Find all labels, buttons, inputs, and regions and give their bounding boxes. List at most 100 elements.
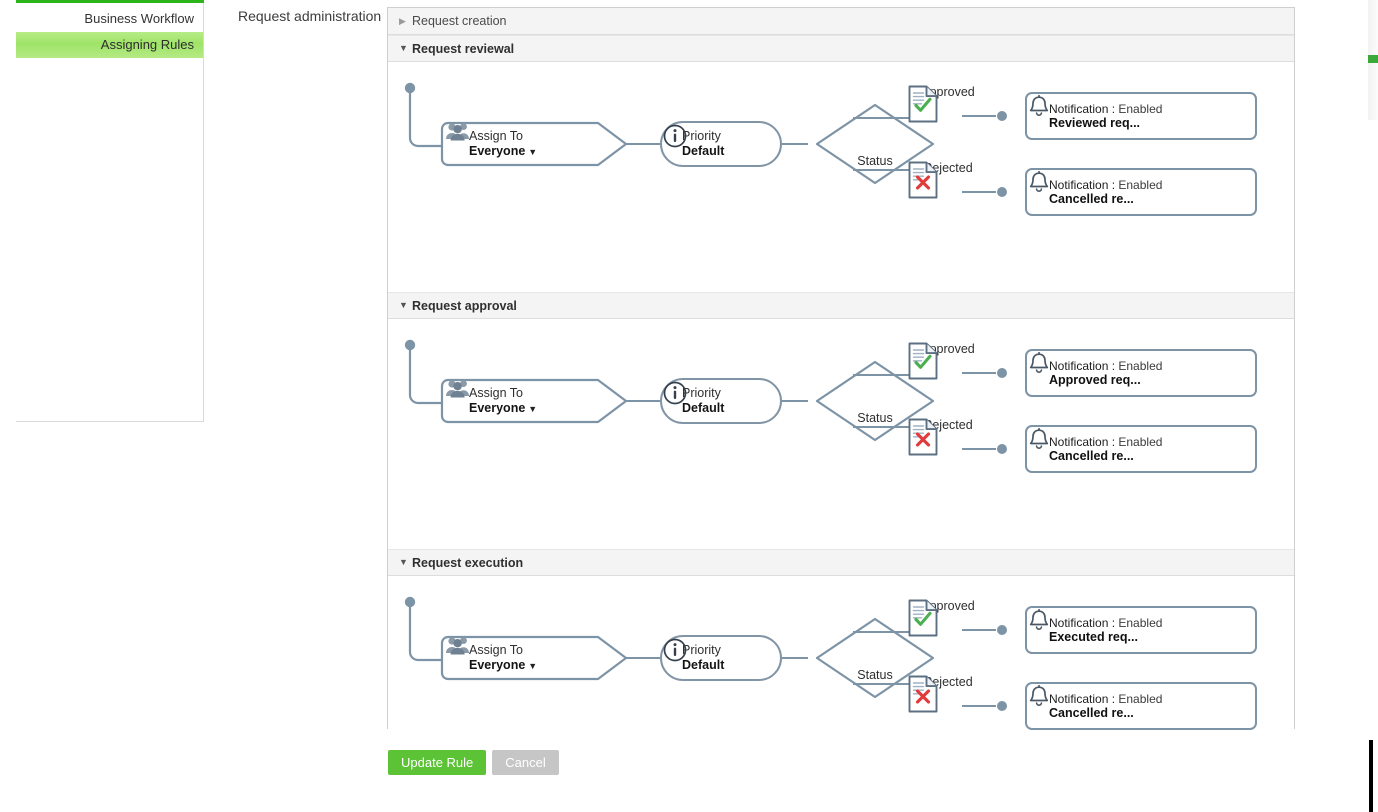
bell-icon <box>1029 351 1049 374</box>
section-header-request-creation[interactable]: ▶ Request creation <box>388 8 1294 35</box>
assign-to-label: Assign To <box>469 128 523 143</box>
scrollbar-position-marker <box>1368 55 1378 63</box>
priority-label: Priority <box>682 385 721 400</box>
notification-status: Notification : Enabled <box>1049 178 1163 192</box>
notification-name: Reviewed req... <box>1049 116 1141 130</box>
workflow-panel: ▶ Request creation ▼ Request reviewal As… <box>387 7 1295 806</box>
section-title: Request creation <box>412 14 507 28</box>
notification-name: Cancelled re... <box>1049 449 1134 463</box>
branch-result-approved: Approved <box>906 341 990 380</box>
document-approved-icon <box>908 599 938 637</box>
notification-status: Notification : Enabled <box>1049 435 1163 449</box>
chevron-right-icon: ▶ <box>399 15 406 26</box>
notification-name: Cancelled re... <box>1049 192 1134 206</box>
sidebar-item-business-workflow[interactable]: Business Workflow <box>16 6 203 32</box>
status-decision-label: Status <box>857 668 893 682</box>
users-icon <box>446 637 469 655</box>
status-decision-label: Status <box>857 154 893 168</box>
chevron-down-icon[interactable]: ▼ <box>528 147 538 157</box>
priority-label: Priority <box>682 642 721 657</box>
chevron-down-icon[interactable]: ▼ <box>528 661 538 671</box>
section-title: Request execution <box>412 555 524 570</box>
document-approved-icon <box>908 85 938 123</box>
notification-name: Cancelled re... <box>1049 706 1134 720</box>
assign-to-value[interactable]: Everyone▼ <box>469 401 538 415</box>
info-icon <box>663 381 687 405</box>
sidebar-item-assigning-rules[interactable]: Assigning Rules <box>16 32 203 58</box>
bell-icon <box>1029 608 1049 631</box>
branch-result-approved: Approved <box>906 84 990 123</box>
connector-lines <box>404 339 1007 454</box>
bell-icon <box>1029 684 1049 707</box>
assign-to-value[interactable]: Everyone▼ <box>469 658 538 672</box>
branch-result-rejected: Rejected <box>906 417 990 456</box>
chevron-down-icon: ▼ <box>399 43 408 53</box>
section-title: Request reviewal <box>412 41 515 56</box>
branch-result-rejected: Rejected <box>906 674 990 713</box>
status-decision-label: Status <box>857 411 893 425</box>
form-actions: Update Rule Cancel <box>388 750 559 775</box>
sidebar-item-label: Assigning Rules <box>100 37 194 52</box>
notification-status: Notification : Enabled <box>1049 359 1163 373</box>
document-approved-icon <box>908 342 938 380</box>
section-title: Request approval <box>412 298 517 313</box>
cancel-button[interactable]: Cancel <box>492 750 559 775</box>
section-header-request-execution[interactable]: ▼ Request execution <box>388 549 1294 576</box>
info-icon <box>663 638 687 662</box>
priority-value: Default <box>682 401 725 415</box>
right-edge-bar <box>1369 740 1373 812</box>
document-rejected-icon <box>908 675 938 713</box>
branch-result-approved: Approved <box>906 598 990 637</box>
chevron-down-icon: ▼ <box>399 300 408 310</box>
notification-name: Approved req... <box>1049 373 1141 387</box>
users-icon <box>446 380 469 398</box>
sidebar-item-label: Business Workflow <box>84 11 194 26</box>
notification-name: Executed req... <box>1049 630 1138 644</box>
section-header-request-reviewal[interactable]: ▼ Request reviewal <box>388 35 1294 62</box>
branch-result-rejected: Rejected <box>906 160 990 199</box>
priority-label: Priority <box>682 128 721 143</box>
notification-status: Notification : Enabled <box>1049 692 1163 706</box>
section-header-request-approval[interactable]: ▼ Request approval <box>388 292 1294 319</box>
page-title: Request administration <box>238 8 382 24</box>
notification-status: Notification : Enabled <box>1049 102 1163 116</box>
bell-icon <box>1029 170 1049 193</box>
assign-to-value[interactable]: Everyone▼ <box>469 144 538 158</box>
assign-to-label: Assign To <box>469 385 523 400</box>
document-rejected-icon <box>908 161 938 199</box>
priority-value: Default <box>682 658 725 672</box>
sidebar: Business Workflow Assigning Rules <box>16 0 204 422</box>
update-rule-button[interactable]: Update Rule <box>388 750 487 775</box>
sidebar-top-accent-bar <box>16 0 204 3</box>
connector-lines <box>404 596 1007 711</box>
chevron-down-icon: ▼ <box>399 557 408 567</box>
chevron-down-icon[interactable]: ▼ <box>528 404 538 414</box>
bell-icon <box>1029 427 1049 450</box>
connector-lines <box>404 82 1007 197</box>
notification-status: Notification : Enabled <box>1049 616 1163 630</box>
priority-value: Default <box>682 144 725 158</box>
bell-icon <box>1029 94 1049 117</box>
info-icon <box>663 124 687 148</box>
assign-to-label: Assign To <box>469 642 523 657</box>
document-rejected-icon <box>908 418 938 456</box>
users-icon <box>446 123 469 141</box>
